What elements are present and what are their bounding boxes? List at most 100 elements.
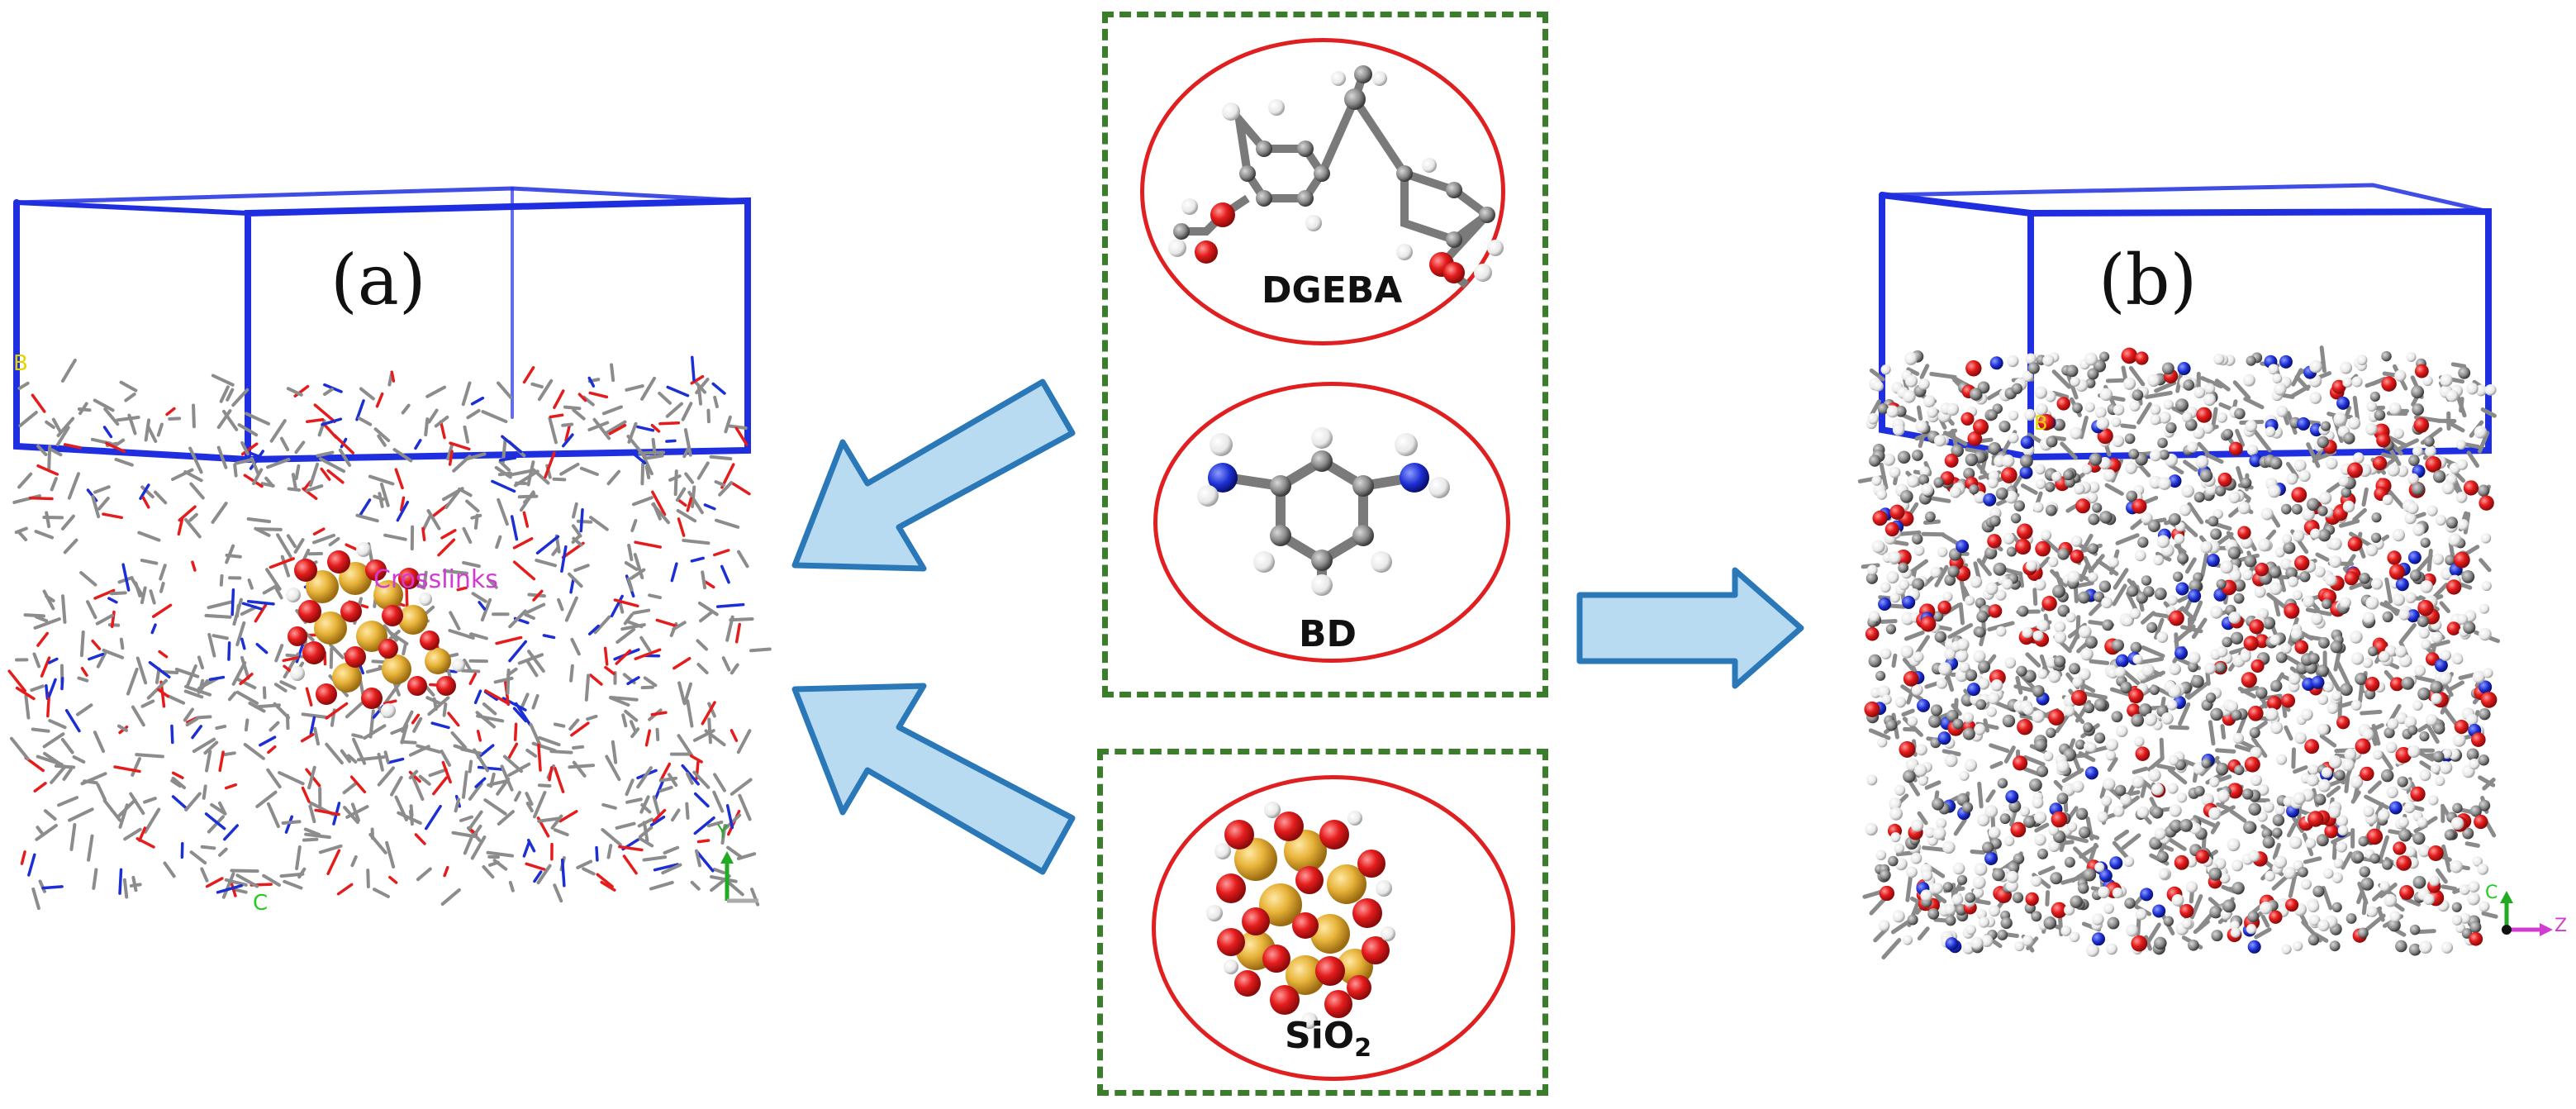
network-atom bbox=[2084, 766, 2098, 780]
network-atom bbox=[2176, 792, 2188, 803]
network-bond bbox=[625, 619, 644, 629]
network-bond bbox=[177, 517, 184, 536]
network-atom bbox=[2129, 400, 2141, 412]
network-atom bbox=[1899, 740, 1916, 758]
network-bond bbox=[92, 868, 98, 890]
network-atom bbox=[2267, 484, 2281, 498]
network-bond bbox=[437, 538, 456, 557]
network-atom bbox=[2156, 535, 2170, 549]
network-atom bbox=[1980, 935, 1994, 948]
network-atom bbox=[2092, 932, 2106, 946]
network-bond bbox=[537, 783, 552, 788]
network-atom bbox=[2318, 492, 2332, 505]
network-atom bbox=[1946, 402, 1960, 416]
network-bond bbox=[631, 496, 654, 507]
network-atom bbox=[2037, 619, 2050, 632]
network-bond bbox=[2174, 543, 2187, 554]
network-bond bbox=[603, 420, 627, 436]
network-bond bbox=[322, 422, 338, 440]
network-atom bbox=[2274, 855, 2288, 869]
network-bond bbox=[2326, 482, 2341, 494]
network-atom bbox=[2022, 935, 2034, 947]
network-bond bbox=[64, 708, 81, 733]
network-bond bbox=[553, 828, 569, 837]
network-bond bbox=[168, 416, 182, 421]
network-bond bbox=[1922, 519, 1942, 525]
network-atom bbox=[2414, 364, 2429, 378]
network-bond bbox=[701, 701, 716, 726]
network-atom bbox=[2445, 516, 2459, 529]
network-atom bbox=[2254, 586, 2266, 598]
network-bond bbox=[197, 678, 205, 693]
network-bond bbox=[47, 657, 59, 664]
network-atom bbox=[2388, 801, 2403, 815]
network-bond bbox=[650, 711, 668, 716]
network-bond bbox=[379, 482, 390, 507]
network-bond bbox=[204, 812, 226, 831]
network-atom bbox=[2317, 664, 2329, 677]
network-atom bbox=[2477, 484, 2490, 497]
network-bond bbox=[2254, 927, 2272, 940]
network-bond bbox=[449, 611, 461, 631]
network-bond bbox=[45, 683, 50, 701]
network-atom bbox=[2217, 789, 2230, 802]
network-atom bbox=[2161, 712, 2174, 725]
network-atom bbox=[2037, 413, 2055, 431]
network-bond bbox=[481, 410, 508, 424]
network-atom bbox=[1942, 882, 1953, 892]
network-bond bbox=[118, 803, 129, 829]
network-bond bbox=[497, 381, 513, 399]
network-atom bbox=[2051, 902, 2068, 919]
network-atom bbox=[2268, 364, 2279, 375]
network-bond bbox=[474, 777, 487, 788]
network-atom bbox=[2409, 569, 2422, 582]
network-bond bbox=[129, 792, 145, 816]
network-bond bbox=[244, 412, 270, 426]
network-atom bbox=[2064, 856, 2075, 868]
network-bond bbox=[355, 513, 379, 523]
network-bond bbox=[110, 610, 116, 628]
network-atom bbox=[2084, 702, 2095, 714]
network-atom bbox=[2429, 875, 2441, 887]
network-atom bbox=[2228, 491, 2241, 504]
network-bond bbox=[576, 859, 593, 869]
network-bond bbox=[2371, 723, 2381, 746]
network-atom bbox=[1875, 850, 1887, 861]
network-bond bbox=[520, 693, 530, 708]
network-bond bbox=[2229, 809, 2247, 823]
network-bond bbox=[2155, 764, 2176, 771]
network-atom bbox=[2014, 940, 2025, 952]
network-atom bbox=[2017, 718, 2033, 735]
network-atom bbox=[2154, 936, 2167, 950]
network-atom bbox=[1930, 566, 1942, 578]
network-atom bbox=[1912, 450, 1923, 461]
network-atom bbox=[2365, 422, 2378, 436]
network-bond bbox=[2079, 415, 2089, 440]
network-bond bbox=[96, 650, 107, 669]
network-atom bbox=[2168, 754, 2179, 766]
network-atom bbox=[2007, 355, 2019, 368]
network-atom bbox=[2123, 856, 2135, 868]
network-atom bbox=[1932, 611, 1944, 622]
network-atom bbox=[2246, 444, 2259, 456]
network-bond bbox=[313, 403, 336, 423]
box-a-axis-triad bbox=[720, 851, 758, 903]
network-atom bbox=[2312, 885, 2325, 897]
network-atom bbox=[2025, 353, 2037, 364]
network-atom bbox=[1927, 407, 1938, 418]
network-atom bbox=[2267, 696, 2282, 711]
network-atom bbox=[2382, 494, 2393, 506]
network-bond bbox=[303, 827, 321, 836]
network-atom bbox=[2457, 613, 2469, 625]
network-atom bbox=[2392, 528, 2406, 542]
network-bond bbox=[2113, 568, 2129, 590]
network-bond bbox=[235, 677, 257, 690]
network-atom bbox=[2304, 739, 2320, 754]
network-atom bbox=[1907, 914, 1918, 926]
network-atom bbox=[1989, 515, 2001, 527]
network-atom bbox=[1988, 604, 2003, 618]
network-bond bbox=[692, 770, 711, 789]
network-bond bbox=[587, 421, 610, 432]
network-atom bbox=[2089, 453, 2103, 466]
network-atom bbox=[2469, 758, 2480, 770]
